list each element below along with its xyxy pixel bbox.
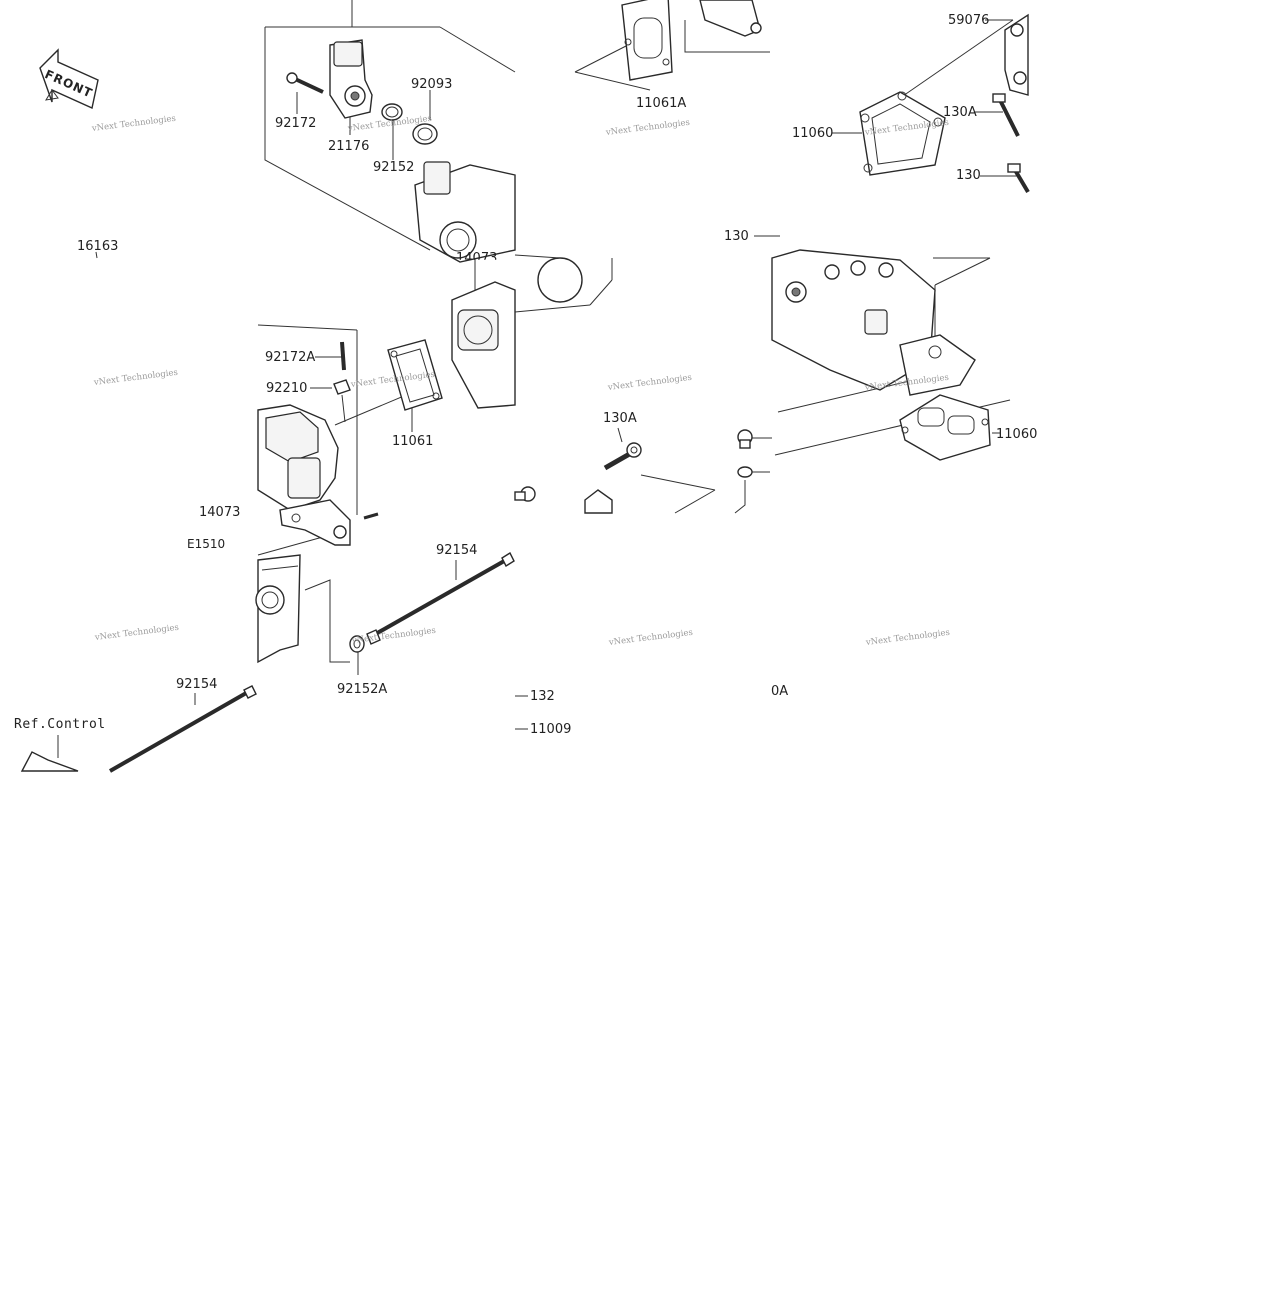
throttle-body-upper	[414, 161, 613, 313]
callout-92093: 92093	[411, 77, 453, 92]
callout-130a-right: 130A	[943, 105, 977, 120]
bolt-small-right-part	[514, 429, 753, 502]
callout-92154-left: 92154	[176, 677, 218, 692]
gasket-11060-lower-part	[899, 394, 991, 461]
callout-130-mid: 130	[724, 229, 749, 244]
screw-92172-part	[286, 72, 324, 94]
callout-130a-center: 130A	[603, 411, 637, 426]
front-arrow-icon	[39, 48, 99, 109]
callout-11061a: 11061A	[636, 96, 687, 111]
callout-11060-lower: 11060	[996, 427, 1038, 442]
throttle-sensor-part	[329, 39, 373, 119]
callout-11060-upper: 11060	[792, 126, 834, 141]
callout-14073-upper: 14073	[456, 251, 498, 266]
ref-control-part	[20, 751, 79, 772]
bolt-130-parts	[992, 93, 1030, 194]
ref-control-label[interactable]: Ref.Control	[14, 717, 106, 732]
callout-92154-center: 92154	[436, 543, 478, 558]
callout-92172: 92172	[275, 116, 317, 131]
o-ring-parts	[381, 103, 438, 145]
callout-16163: 16163	[77, 239, 119, 254]
callout-14073-lower: 14073	[199, 505, 241, 520]
callout-92210: 92210	[266, 381, 308, 396]
throttle-actuator-left	[257, 404, 379, 546]
callout-130-right: 130	[956, 168, 981, 183]
long-bolt-92154-center-part	[366, 551, 515, 645]
callout-92172a: 92172A	[265, 350, 316, 365]
callout-92152: 92152	[373, 160, 415, 175]
lower-flange-part	[584, 489, 613, 514]
stud-92172a-part	[333, 341, 351, 395]
callout-132: 132	[530, 689, 555, 704]
throttle-body-right	[771, 249, 976, 396]
long-bolt-92154-left-part	[109, 685, 257, 773]
gasket-11061a-part	[621, 0, 673, 81]
callout-0a: 0A	[771, 684, 789, 699]
callout-59076: 59076	[948, 13, 990, 28]
upper-flange-part	[699, 0, 762, 37]
callout-92152a: 92152A	[337, 682, 388, 697]
callout-21176: 21176	[328, 139, 370, 154]
nut-92152a-part	[349, 635, 365, 653]
throttle-body-middle	[451, 281, 516, 409]
bracket-59076-part	[1004, 13, 1029, 96]
throttle-body-lower-left	[255, 554, 301, 664]
callout-e1510: E1510	[187, 537, 226, 551]
gasket-11061-part	[387, 339, 443, 411]
callout-11009: 11009	[530, 722, 572, 737]
gasket-11060-upper-part	[859, 91, 946, 176]
callout-11061: 11061	[392, 434, 434, 449]
bolt-130a-center-part	[603, 442, 642, 471]
